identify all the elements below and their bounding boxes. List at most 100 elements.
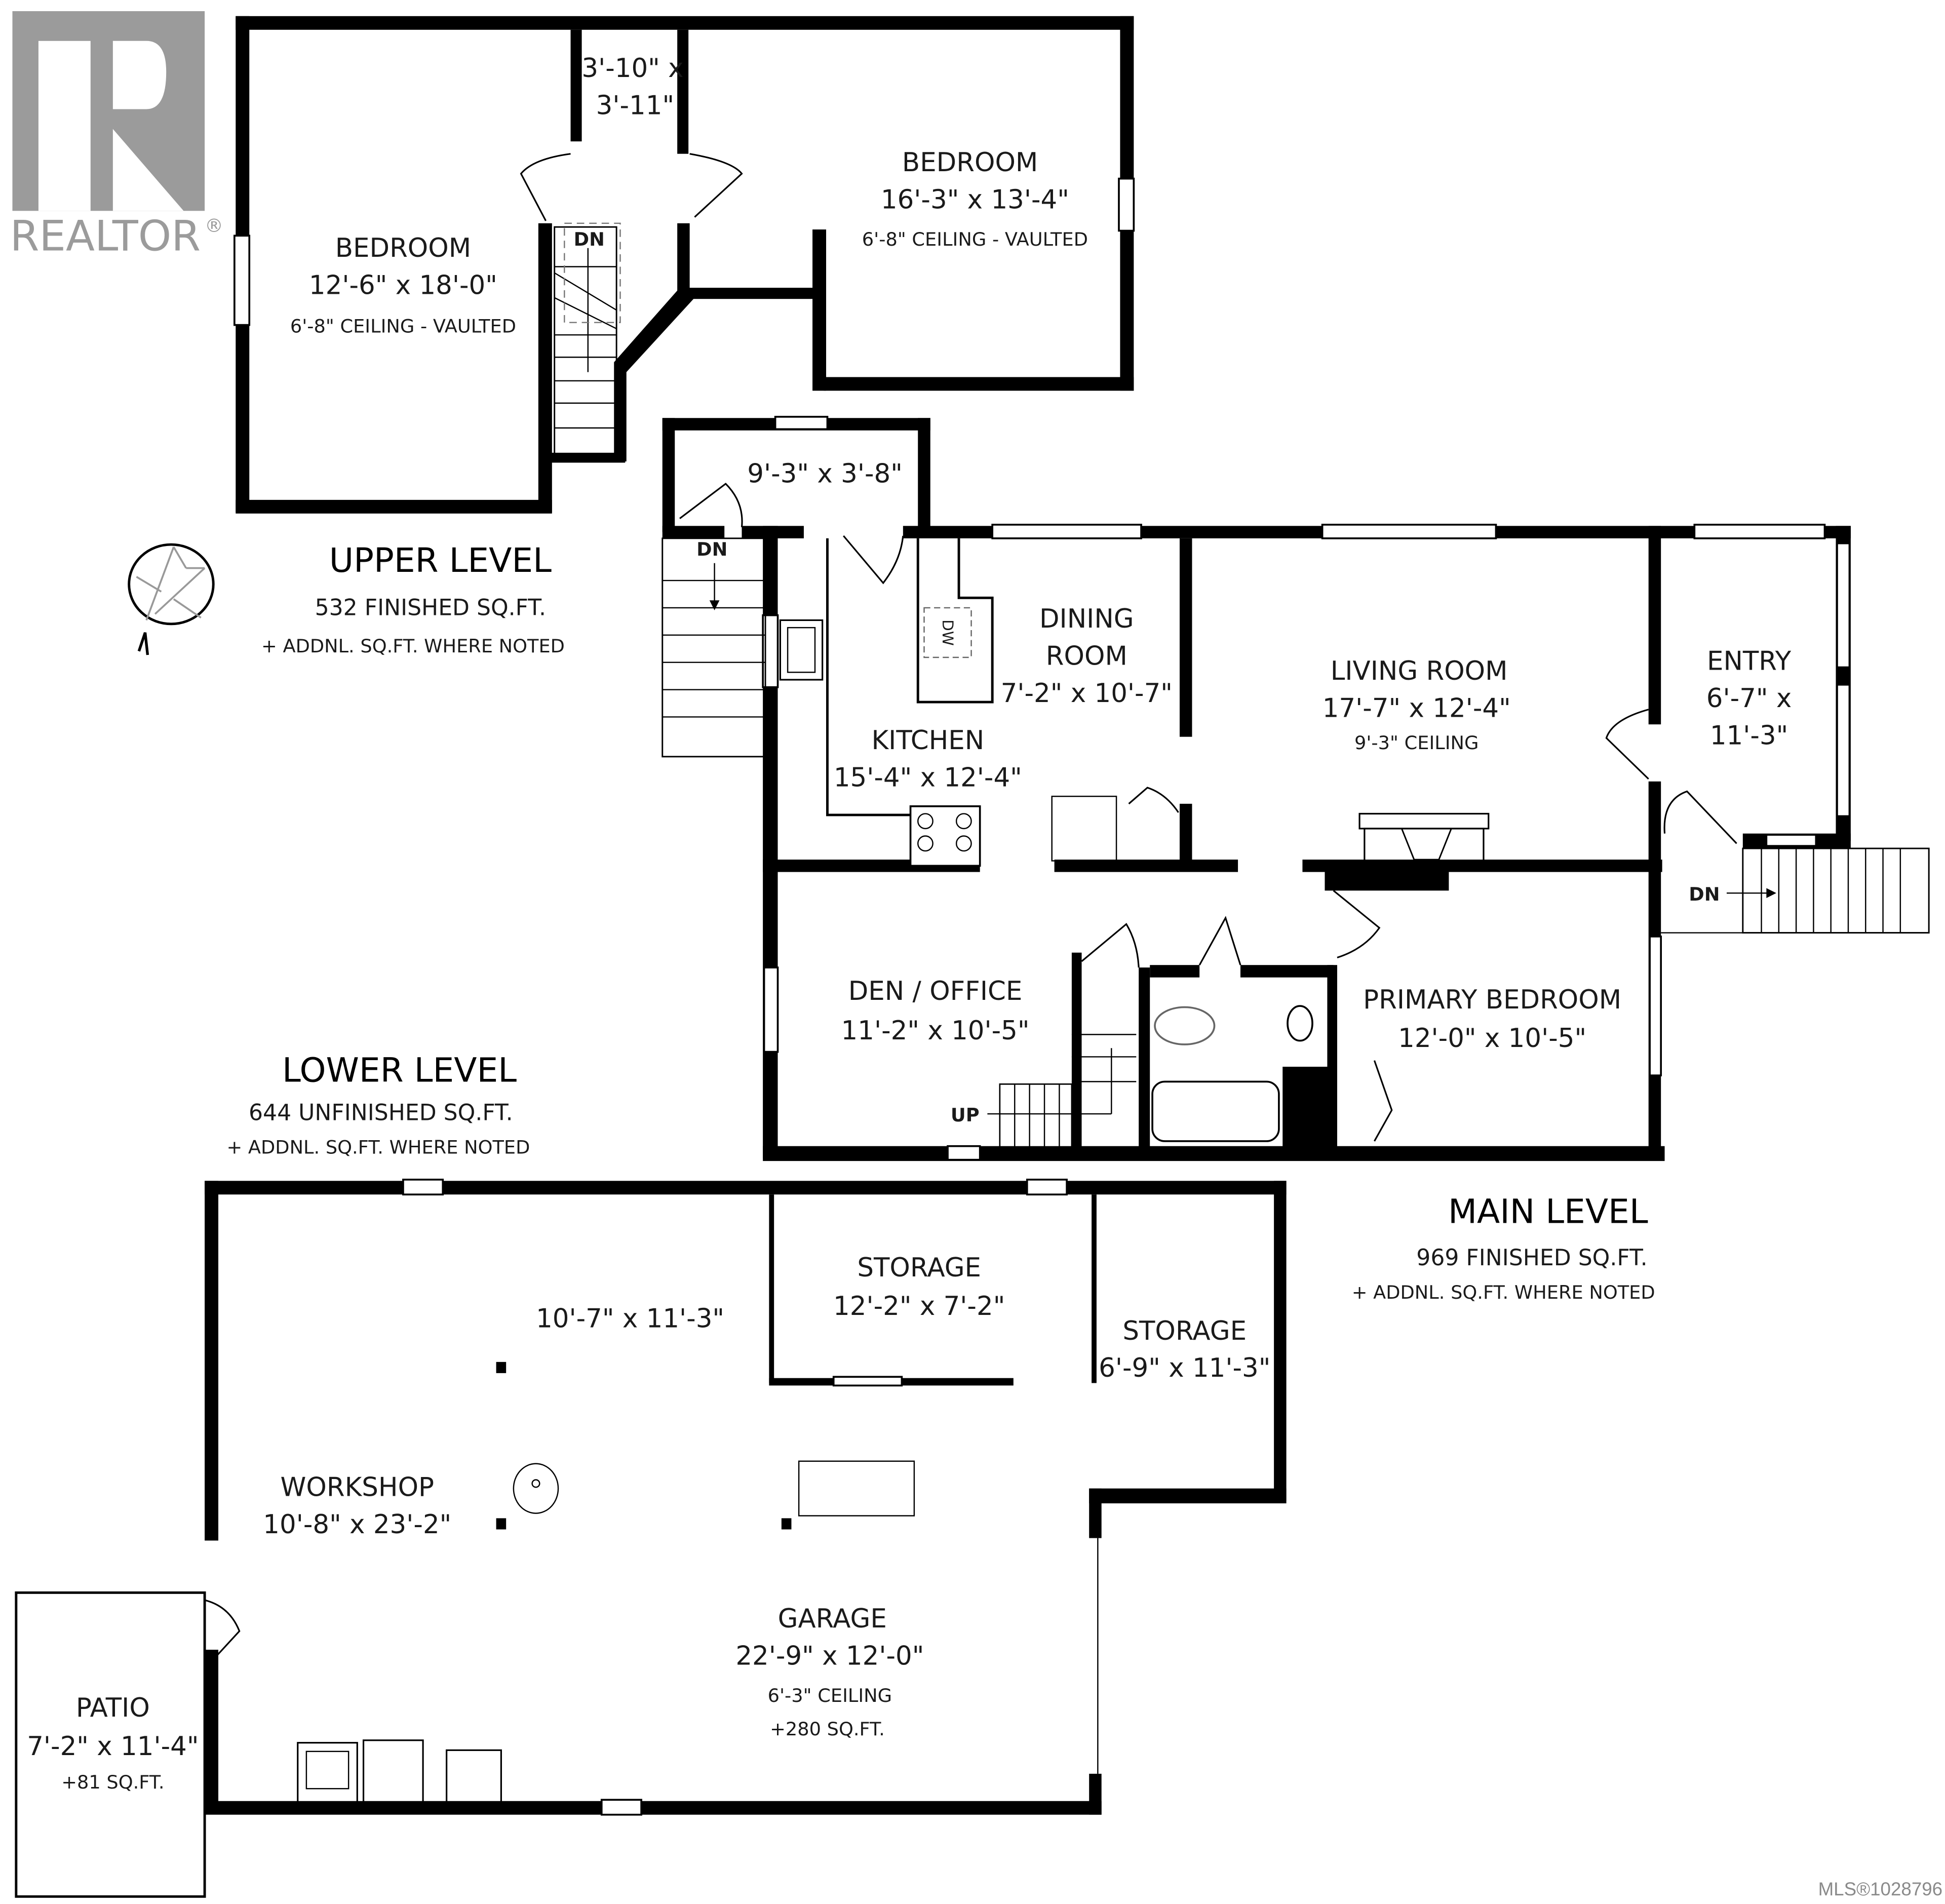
main-level-caption: MAIN LEVEL 969 FINISHED SQ.FT. + ADDNL. … bbox=[1352, 1192, 1655, 1303]
appliance-icon bbox=[1051, 795, 1117, 862]
lower-level-caption: LOWER LEVEL 644 UNFINISHED SQ.FT. + ADDN… bbox=[226, 1051, 530, 1158]
window bbox=[600, 1799, 642, 1816]
window bbox=[1026, 1179, 1068, 1196]
room-name-garage: GARAGE bbox=[778, 1604, 887, 1634]
door-swing bbox=[1663, 790, 1737, 844]
window bbox=[763, 966, 779, 1053]
room-dims: 17'-7" x 12'-4" bbox=[1322, 693, 1511, 723]
room-dims: 10'-8" x 23'-2" bbox=[263, 1509, 451, 1540]
door-swing bbox=[204, 1599, 241, 1663]
door-swing bbox=[1198, 916, 1241, 965]
bathtub-icon bbox=[1151, 1080, 1280, 1142]
mudroom-dims: 9'-3" x 3'-8" bbox=[747, 459, 903, 489]
room-name-patio: PATIO bbox=[76, 1693, 150, 1723]
room-dims: 10'-7" x 11'-3" bbox=[536, 1303, 724, 1334]
stairs-down-label: DN bbox=[696, 538, 727, 560]
door-swing bbox=[689, 153, 743, 218]
room-name-dining: ROOM bbox=[1046, 641, 1127, 672]
level-title: UPPER LEVEL bbox=[329, 541, 552, 580]
stove-icon bbox=[909, 805, 981, 867]
support-post bbox=[496, 1518, 507, 1530]
door-swing bbox=[679, 482, 743, 527]
support-post bbox=[496, 1362, 507, 1373]
staircase-main-right: DN bbox=[1661, 847, 1930, 934]
window bbox=[1649, 936, 1662, 1076]
stairs-up-label: UP bbox=[951, 1104, 980, 1126]
furnace-icon bbox=[798, 1460, 915, 1517]
window bbox=[402, 1179, 444, 1196]
room-dims: 11'-2" x 10'-5" bbox=[841, 1016, 1030, 1046]
room-name-storage: STORAGE bbox=[857, 1253, 981, 1283]
window bbox=[1765, 834, 1817, 847]
support-post bbox=[781, 1518, 792, 1530]
extra-sqft: +81 SQ.FT. bbox=[61, 1771, 164, 1793]
window bbox=[1693, 524, 1826, 539]
stairs-down-label: DN bbox=[574, 228, 605, 250]
level-note: + ADDNL. SQ.FT. WHERE NOTED bbox=[226, 1136, 530, 1158]
north-arrow-compass-icon bbox=[128, 543, 215, 655]
room-dims: 6'-7" x bbox=[1706, 683, 1792, 714]
window bbox=[832, 1376, 903, 1387]
level-sqft: 532 FINISHED SQ.FT. bbox=[315, 595, 546, 621]
room-dims: 12'-0" x 10'-5" bbox=[1398, 1023, 1586, 1054]
room-name-primary-bedroom: PRIMARY BEDROOM bbox=[1363, 985, 1621, 1015]
room-dims: 16'-3" x 13'-4" bbox=[881, 184, 1069, 215]
closet-dims: 3'-11" bbox=[596, 90, 674, 121]
realtor-logo: REALTOR ® bbox=[10, 11, 223, 261]
toilet-icon bbox=[1154, 1006, 1216, 1045]
room-name-kitchen: KITCHEN bbox=[871, 725, 984, 756]
room-dims: 7'-2" x 11'-4" bbox=[27, 1731, 199, 1762]
door-swing bbox=[1605, 709, 1649, 780]
room-dims: 15'-4" x 12'-4" bbox=[834, 763, 1022, 793]
room-dims: 6'-9" x 11'-3" bbox=[1099, 1353, 1270, 1383]
patio-area bbox=[15, 1591, 241, 1898]
ceiling-note: 9'-3" CEILING bbox=[1354, 732, 1479, 754]
window bbox=[1321, 524, 1497, 539]
room-dims: 22'-9" x 12'-0" bbox=[735, 1641, 924, 1671]
bathroom-sink-icon bbox=[1287, 1005, 1313, 1042]
ceiling-note: 6'-3" CEILING bbox=[768, 1685, 892, 1706]
ceiling-note: 6'-8" CEILING - VAULTED bbox=[862, 228, 1088, 250]
closet-door bbox=[1373, 1060, 1393, 1142]
level-note: + ADDNL. SQ.FT. WHERE NOTED bbox=[261, 635, 565, 657]
window bbox=[1836, 683, 1851, 818]
door-swing bbox=[1081, 922, 1140, 968]
window bbox=[1118, 177, 1135, 232]
dishwasher-label: DW bbox=[939, 619, 956, 646]
room-name-workshop: WORKSHOP bbox=[281, 1472, 434, 1502]
staircase-main-up: UP bbox=[951, 1034, 1137, 1149]
level-title: LOWER LEVEL bbox=[282, 1051, 517, 1090]
upper-level-caption: UPPER LEVEL 532 FINISHED SQ.FT. + ADDNL.… bbox=[261, 541, 565, 657]
window bbox=[234, 235, 251, 326]
staircase-upper: DN bbox=[554, 222, 621, 459]
level-note: + ADDNL. SQ.FT. WHERE NOTED bbox=[1352, 1281, 1655, 1303]
sink-icon bbox=[779, 619, 824, 681]
closet-dims: 3'-10" x bbox=[581, 53, 683, 84]
mls-number: MLS®1028796 bbox=[1818, 1879, 1943, 1899]
room-dims: 12'-6" x 18'-0" bbox=[309, 270, 497, 300]
water-heater-icon bbox=[513, 1463, 559, 1514]
room-dims: 11'-3" bbox=[1710, 720, 1788, 751]
washer-dryer-icon bbox=[297, 1739, 502, 1803]
room-name-bedroom: BEDROOM bbox=[335, 233, 471, 263]
room-dims: 7'-2" x 10'-7" bbox=[1001, 678, 1173, 709]
window bbox=[991, 524, 1142, 539]
stairs-down-label: DN bbox=[1689, 883, 1720, 905]
dishwasher-icon bbox=[923, 607, 972, 658]
door-swing bbox=[1128, 787, 1179, 813]
room-name-living: LIVING ROOM bbox=[1331, 656, 1508, 686]
main-level-plan: DW bbox=[662, 415, 1930, 1161]
fireplace-icon bbox=[1358, 812, 1490, 862]
room-name-entry: ENTRY bbox=[1707, 646, 1792, 676]
registered-mark: ® bbox=[205, 215, 223, 237]
level-sqft: 969 FINISHED SQ.FT. bbox=[1416, 1245, 1647, 1271]
upper-level-plan: DN BEDROOM 12'-6" x 18'-0" 6'-8" CEILING… bbox=[234, 16, 1135, 514]
window bbox=[774, 415, 829, 431]
door-swing bbox=[843, 535, 904, 585]
door-swing bbox=[520, 153, 571, 221]
lower-level-plan: 10'-7" x 11'-3" STORAGE 12'-2" x 7'-2" S… bbox=[15, 1179, 1287, 1898]
room-name-den: DEN / OFFICE bbox=[848, 976, 1023, 1006]
level-title: MAIN LEVEL bbox=[1448, 1192, 1648, 1231]
room-name-dining: DINING bbox=[1039, 604, 1134, 634]
